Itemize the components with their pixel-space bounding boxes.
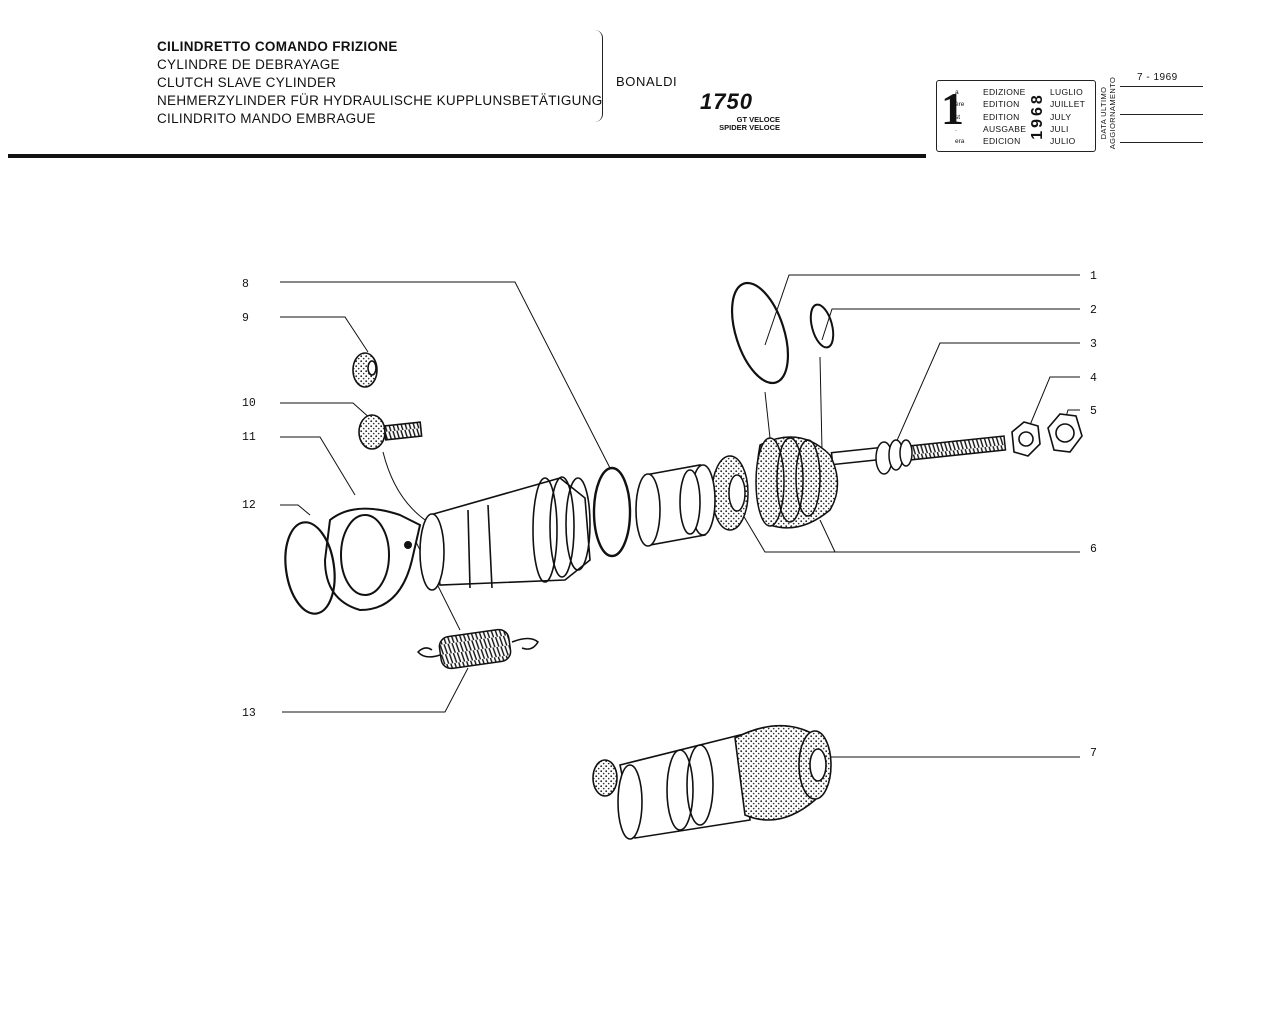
callout-4: 4 [1090,372,1097,385]
edition-box [936,80,1096,152]
month-fr: JUILLET [1050,99,1086,110]
part-1-ring [730,281,790,385]
leader-12 [280,504,311,516]
edition-superscripts: a ère st . era [955,87,964,148]
callout-5: 5 [1090,405,1097,418]
part-6-boot [711,436,839,531]
callout-1: 1 [1090,270,1097,283]
variant-gt-veloce: GT VELOCE [736,115,780,124]
update-date: 7 - 1969 [1137,72,1178,83]
edition-word-fr: EDITION [983,99,1020,110]
model-variants: GT VELOCE SPIDER VELOCE [718,116,780,132]
leader-2 [821,308,1080,341]
leader-8 [280,281,611,469]
part-9-cap [352,352,378,388]
edition-number: 1 [941,83,964,134]
callout-7: 7 [1090,747,1097,760]
part-12-snap-ring [284,521,336,615]
sup-fr: ère [955,101,965,109]
arrow-2-path [819,356,823,451]
part-10-bleed-screw [358,414,423,450]
part-13-spring [416,628,539,670]
title-german: NEHMERZYLINDER FÜR HYDRAULISCHE KUPPLUNS… [157,93,603,108]
document-titles: CILINDRETTO COMANDO FRIZIONE CYLINDRE DE… [157,38,603,128]
edition-words: EDIZIONE EDITION EDITION AUSGABE EDICION [983,86,1026,147]
leader-11 [280,436,356,496]
edition-months: LUGLIO JUILLET JULY JULI JULIO [1050,86,1085,147]
part-3-pushrod [830,435,1007,475]
callout-13: 13 [242,707,256,720]
update-line-3 [1120,142,1203,144]
callout-9: 9 [242,312,249,325]
cylinder-body [419,476,591,591]
leader-9 [280,316,369,353]
maker-name: BONALDI [616,74,678,89]
edition-word-de: AUSGABE [983,123,1027,134]
leader-13 [282,667,469,713]
edition-word-it: EDIZIONE [983,87,1026,97]
part-8-piston [592,464,716,558]
model-logo: 1750 [700,89,753,114]
edition-word-es: EDICION [983,136,1021,147]
callout-numbers: 1 2 3 4 5 6 7 8 9 10 11 12 13 [242,270,1097,760]
leader-10 [280,402,373,421]
leader-6 [739,509,1080,553]
header-rule [8,154,926,158]
title-french: CYLINDRE DE DEBRAYAGE [157,57,340,72]
arrow-10-path [382,451,429,523]
month-it: LUGLIO [1050,87,1083,97]
edition-word-en: EDITION [983,111,1020,122]
title-english: CLUTCH SLAVE CYLINDER [157,75,337,90]
part-4-nut [1011,421,1041,457]
arrow-1-path [764,391,771,439]
callout-3: 3 [1090,338,1097,351]
sup-de: . [955,125,957,133]
month-de: JULI [1050,123,1069,134]
leader-1 [764,274,1080,346]
sup-it: a [955,89,959,96]
part-7-assembly [592,724,832,840]
callout-8: 8 [242,278,249,291]
part-2-circlip [809,303,835,349]
leader-3 [894,342,1080,446]
update-line-2 [1120,114,1203,116]
leader-4 [1029,376,1080,426]
title-spanish: CILINDRITO MANDO EMBRAGUE [157,111,376,126]
update-line-1 [1120,86,1203,88]
title-brace [592,30,603,122]
callout-2: 2 [1090,304,1097,317]
variant-spider-veloce: SPIDER VELOCE [719,123,780,132]
callout-11: 11 [242,431,256,444]
part-5-nut [1047,413,1083,453]
sup-en: st [955,113,961,121]
leader-6b [819,519,836,553]
month-es: JULIO [1050,136,1076,147]
sup-es: era [955,138,965,146]
callout-10: 10 [242,397,256,410]
callout-6: 6 [1090,543,1097,556]
part-11-bracket [323,507,422,612]
leader-lines [280,274,1080,758]
month-en: JULY [1050,111,1072,122]
callout-12: 12 [242,499,256,512]
title-italian: CILINDRETTO COMANDO FRIZIONE [157,39,398,54]
